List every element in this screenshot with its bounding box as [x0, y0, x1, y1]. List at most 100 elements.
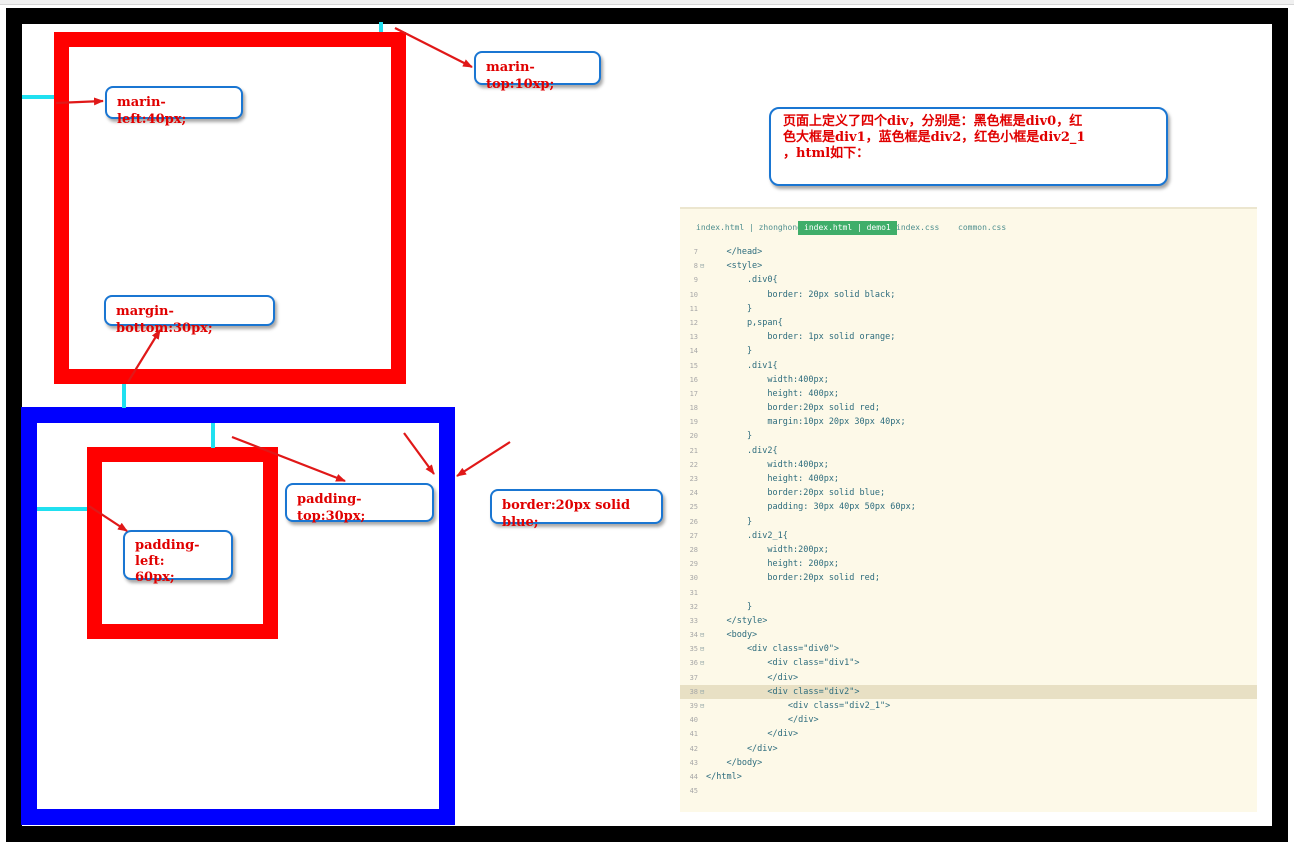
label-margin-left-text: marin-left:40px;: [117, 95, 187, 127]
line-number: 26: [689, 517, 698, 526]
code-line: 24 border:20px solid blue;: [680, 486, 1257, 500]
line-number: 17: [689, 389, 698, 398]
code-line: 15 .div1{: [680, 359, 1257, 373]
code-text: <div class="div0">: [706, 644, 840, 655]
code-line: 38⊟ <div class="div2">: [680, 684, 1257, 699]
code-text: border:20px solid blue;: [706, 488, 886, 499]
editor-tab-1[interactable]: index.html | demo1: [798, 221, 897, 235]
line-number: 34: [689, 631, 698, 640]
line-number: 32: [689, 602, 698, 611]
code-line: 40 </div>: [680, 713, 1257, 727]
margin-left-marker: [22, 95, 54, 99]
line-number: 14: [689, 347, 698, 356]
code-text: <div class="div2">: [706, 686, 860, 697]
note-line-2: 色大框是div1，蓝色框是div2，红色小框是div2_1: [783, 130, 1086, 145]
code-text: }: [706, 516, 753, 527]
label-margin-top: marin-top:10xp;: [474, 51, 601, 92]
label-padding-left-line1: padding-left:: [135, 538, 200, 569]
line-number: 45: [689, 787, 698, 796]
line-number: 8: [693, 262, 698, 271]
code-text: </style>: [706, 615, 768, 626]
line-number: 27: [689, 531, 698, 540]
line-number: 37: [689, 673, 698, 682]
line-number: 33: [689, 616, 698, 625]
code-text: <body>: [706, 630, 758, 641]
line-number: 38: [689, 687, 698, 696]
code-line: 12 p,span{: [680, 316, 1257, 330]
line-number: 43: [689, 758, 698, 767]
line-number: 42: [689, 744, 698, 753]
code-line: 22 width:400px;: [680, 458, 1257, 472]
note-line-1: 页面上定义了四个div，分别是：黑色框是div0，红: [783, 114, 1083, 129]
label-padding-left-line2: 60px;: [135, 570, 175, 585]
label-padding-top-text: padding-top:30px;: [297, 492, 366, 524]
code-text: </div>: [706, 672, 799, 683]
code-line: 35⊟ <div class="div0">: [680, 642, 1257, 656]
code-text: </html>: [706, 771, 742, 782]
code-text: </body>: [706, 757, 763, 768]
line-number: 39: [689, 702, 698, 710]
line-number: 12: [689, 318, 698, 327]
editor-tab-2[interactable]: index.css: [896, 223, 940, 232]
line-number: 18: [689, 404, 698, 413]
code-line: 14 }: [680, 344, 1257, 358]
code-line: 34⊟ <body>: [680, 628, 1257, 642]
line-number: 15: [689, 361, 698, 370]
label-border-text: border:20px solid blue;: [502, 498, 631, 530]
fold-icon[interactable]: ⊟: [700, 659, 705, 668]
code-line: 7 </head>: [680, 245, 1257, 259]
code-line: 36⊟ <div class="div1">: [680, 656, 1257, 670]
code-line: 44</html>: [680, 770, 1257, 784]
code-text: .div2_1{: [706, 530, 788, 541]
line-number: 13: [689, 333, 698, 342]
code-line: 32 }: [680, 600, 1257, 614]
code-text: width:400px;: [706, 374, 829, 385]
fold-icon[interactable]: ⊟: [700, 687, 705, 696]
code-line: 19 margin:10px 20px 30px 40px;: [680, 415, 1257, 429]
code-text: margin:10px 20px 30px 40px;: [706, 417, 906, 428]
code-text: }: [706, 431, 753, 442]
editor-tab-3[interactable]: common.css: [958, 223, 1007, 232]
fold-icon[interactable]: ⊟: [700, 631, 705, 640]
line-number: 25: [689, 503, 698, 512]
code-text: .div0{: [706, 275, 778, 286]
fold-icon[interactable]: ⊟: [700, 702, 705, 710]
line-number: 36: [689, 659, 698, 668]
code-line: 17 height: 400px;: [680, 387, 1257, 401]
code-line: 30 border:20px solid red;: [680, 571, 1257, 585]
code-text: </head>: [706, 247, 763, 257]
code-text: p,span{: [706, 317, 783, 328]
line-number: 16: [689, 375, 698, 384]
code-text: </div>: [706, 729, 799, 740]
line-number: 35: [689, 645, 698, 654]
label-padding-top: padding-top:30px;: [285, 483, 434, 524]
label-margin-bottom: margin-bottom:30px;: [104, 295, 275, 336]
padding-left-marker: [37, 507, 87, 511]
editor-tab-0[interactable]: index.html | zhonghong: [696, 223, 802, 232]
line-number: 29: [689, 560, 698, 569]
code-text: }: [706, 303, 753, 314]
line-number: 23: [689, 475, 698, 483]
code-line: 39⊟ <div class="div2_1">: [680, 699, 1257, 713]
code-line: 37 </div>: [680, 671, 1257, 685]
code-line: 8⊟ <style>: [680, 259, 1257, 273]
label-margin-left: marin-left:40px;: [105, 86, 243, 127]
fold-icon[interactable]: ⊟: [700, 645, 705, 654]
code-line: 42 </div>: [680, 742, 1257, 756]
code-line: 25 padding: 30px 40px 50px 60px;: [680, 500, 1257, 514]
fold-icon[interactable]: ⊟: [700, 262, 705, 271]
div1-red-big-box: [54, 32, 406, 384]
code-text: border:20px solid red;: [706, 403, 880, 414]
line-number: 7: [693, 248, 698, 256]
line-number: 21: [689, 446, 698, 455]
code-line: 26 }: [680, 515, 1257, 529]
code-line: 21 .div2{: [680, 444, 1257, 458]
code-text: <div class="div2_1">: [706, 701, 891, 711]
code-line: 31: [680, 586, 1257, 600]
line-number: 9: [693, 276, 698, 285]
line-number: 41: [689, 730, 698, 739]
code-text: <div class="div1">: [706, 658, 860, 669]
line-number: 20: [689, 432, 698, 441]
